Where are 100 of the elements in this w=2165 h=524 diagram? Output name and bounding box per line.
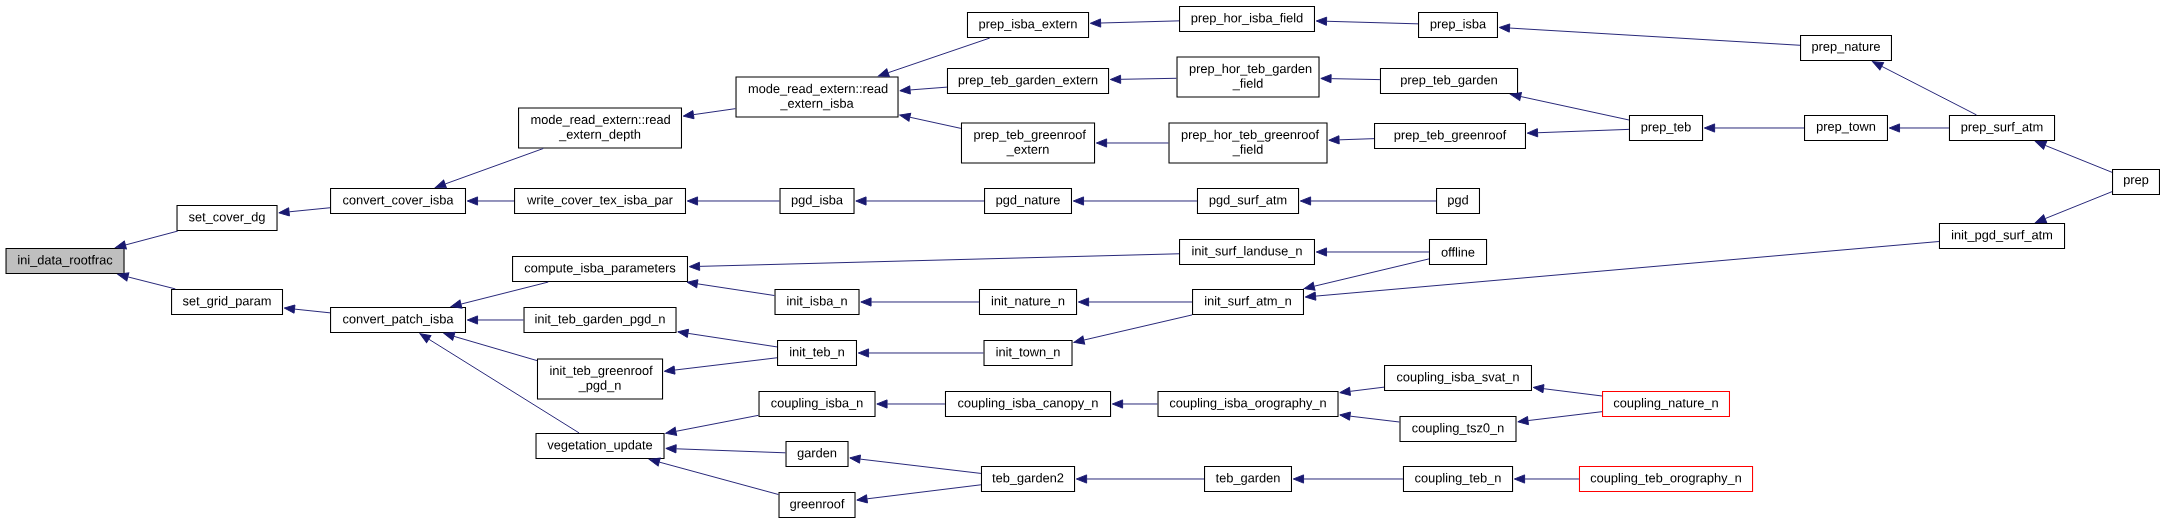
arrow: [686, 279, 775, 296]
arrow: [1304, 241, 1940, 301]
arrow: [876, 399, 946, 409]
function-box: coupling_isba_canopy_n: [944, 390, 1112, 418]
function-box: garden: [785, 440, 849, 468]
arrow: [1315, 16, 1419, 26]
function-box: coupling_teb_orography_n: [1578, 465, 1754, 493]
arrow: [1872, 61, 1977, 116]
function-box: prep_teb_garden: [1379, 67, 1519, 95]
arrow: [283, 304, 331, 314]
arrow: [278, 207, 331, 217]
function-box: prep_teb_garden_extern: [946, 67, 1110, 95]
arrow: [1339, 386, 1385, 396]
arrow: [1303, 258, 1430, 291]
function-box: pgd_nature: [984, 187, 1072, 215]
arrow: [665, 444, 786, 454]
arrow: [665, 414, 759, 436]
function-box: convert_patch_isba: [330, 306, 467, 334]
arrow: [115, 230, 179, 250]
arrow: [419, 333, 580, 434]
function-box: prep_hor_isba_field: [1179, 5, 1315, 33]
arrow: [2035, 191, 2113, 223]
function-box: set_cover_dg: [176, 204, 278, 232]
function-box: init_pgd_surf_atm: [1938, 222, 2066, 250]
function-box: prep_hor_teb_garden _field: [1176, 56, 1320, 98]
arrow: [1077, 297, 1193, 307]
function-box: init_teb_n: [777, 339, 857, 367]
function-box: pgd_surf_atm: [1196, 187, 1300, 215]
arrow: [1517, 411, 1603, 426]
arrow: [1299, 196, 1437, 206]
arrow: [663, 357, 778, 375]
function-box: coupling_isba_svat_n: [1384, 364, 1532, 392]
arrow: [688, 253, 1180, 271]
function-box: prep_nature: [1800, 34, 1892, 62]
arrow: [117, 272, 176, 290]
arrow: [466, 315, 524, 325]
arrow: [1095, 138, 1169, 148]
function-box: prep_isba: [1418, 11, 1498, 39]
function-box: prep_teb_greenroof _extern: [960, 122, 1096, 164]
arrow: [686, 196, 780, 206]
function-box: mode_read_extern::read _extern_isba: [735, 76, 899, 118]
function-box: greenroof: [778, 491, 856, 519]
function-box: init_isba_n: [774, 288, 860, 316]
function-box: compute_isba_parameters: [512, 255, 689, 283]
function-box: write_cover_tex_isba_par: [514, 187, 687, 215]
arrow: [1073, 314, 1193, 345]
function-box: teb_garden: [1204, 465, 1292, 493]
arrow: [450, 281, 549, 309]
arrow: [856, 484, 982, 504]
arrow: [2035, 141, 2113, 173]
function-box: pgd: [1436, 187, 1480, 215]
arrow: [1109, 74, 1177, 84]
function-box: init_surf_atm_n: [1192, 288, 1304, 316]
arrow: [1089, 18, 1180, 28]
function-box: init_town_n: [983, 339, 1073, 367]
function-box: coupling_tsz0_n: [1399, 415, 1517, 443]
arrow: [466, 196, 515, 206]
arrow: [1526, 128, 1630, 138]
arrow: [860, 297, 980, 307]
arrow: [1075, 474, 1205, 484]
arrow: [1888, 123, 1950, 133]
function-box: set_grid_param: [171, 288, 284, 316]
arrow: [682, 108, 736, 120]
arrow: [434, 148, 544, 189]
function-box: prep_surf_atm: [1948, 114, 2056, 142]
arrow: [1703, 123, 1805, 133]
function-box: init_teb_garden_pgd_n: [523, 306, 677, 334]
arrow: [1111, 399, 1158, 409]
arrow: [1498, 23, 1801, 46]
arrow: [648, 457, 779, 495]
arrow: [1292, 474, 1404, 484]
function-box: prep_town: [1804, 114, 1888, 142]
arrow: [1513, 474, 1580, 484]
arrow: [899, 112, 962, 129]
function-box: coupling_isba_orography_n: [1157, 390, 1339, 418]
arrow: [1339, 411, 1400, 423]
function-box: offline: [1428, 238, 1488, 266]
function-box: prep_teb_greenroof: [1374, 122, 1526, 150]
function-box: init_teb_greenroof _pgd_n: [536, 358, 664, 400]
arrow: [849, 454, 982, 474]
function-box: init_nature_n: [978, 288, 1078, 316]
arrow: [1328, 135, 1375, 145]
function-box: coupling_teb_n: [1402, 465, 1514, 493]
function-box: teb_garden2: [980, 465, 1076, 493]
arrow: [1510, 92, 1630, 121]
arrow: [857, 348, 984, 358]
function-box: mode_read_extern::read _extern_depth: [518, 107, 683, 149]
function-box: ini_data_rootfrac: [5, 247, 125, 275]
function-box: coupling_isba_n: [758, 390, 876, 418]
arrow: [1072, 196, 1198, 206]
function-box: coupling_nature_n: [1602, 390, 1730, 418]
arrow: [1315, 247, 1430, 257]
arrow: [855, 196, 985, 206]
arrow: [443, 331, 538, 362]
function-box: prep_hor_teb_greenroof _field: [1168, 122, 1328, 164]
function-box: prep: [2112, 168, 2160, 196]
function-box: convert_cover_isba: [330, 187, 467, 215]
arrow: [877, 37, 991, 78]
function-box: prep_teb: [1628, 114, 1704, 142]
function-box: vegetation_update: [535, 432, 665, 460]
